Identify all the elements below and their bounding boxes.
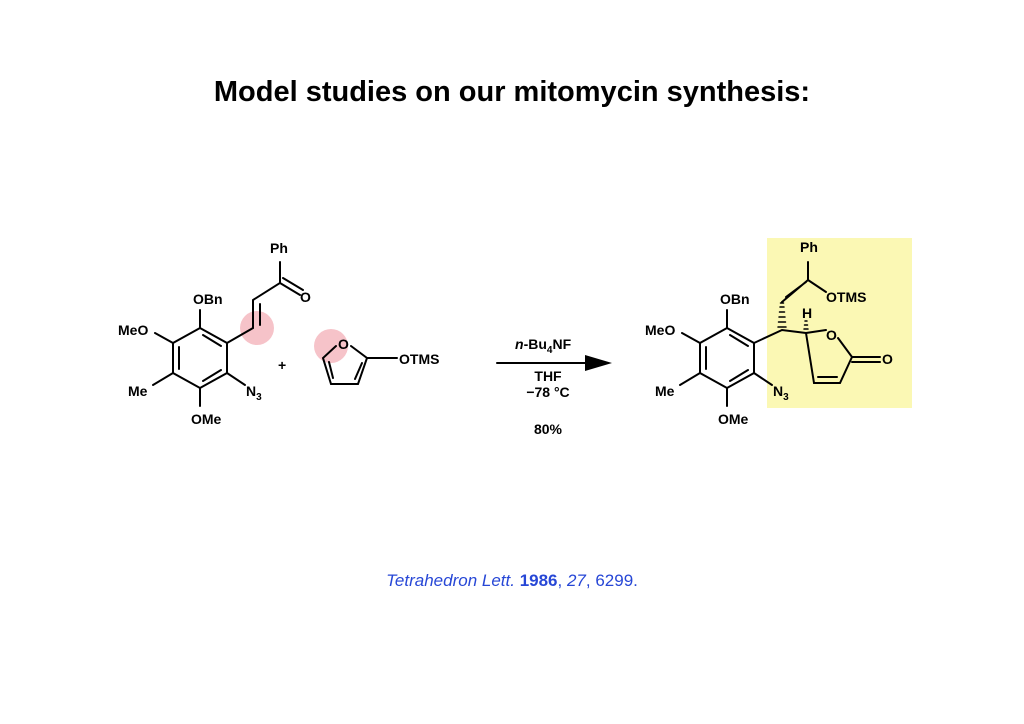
svg-text:OMe: OMe — [191, 411, 222, 427]
svg-text:OBn: OBn — [193, 291, 223, 307]
citation-page: 6299. — [595, 571, 638, 590]
svg-text:MeO: MeO — [645, 322, 675, 338]
new-fragment-highlight — [767, 238, 912, 408]
reactant-silyloxyfuran: O OTMS — [321, 336, 439, 385]
svg-text:Me: Me — [128, 383, 148, 399]
svg-text:Me: Me — [655, 383, 675, 399]
citation-year: 1986 — [519, 571, 558, 590]
product-butenolide: Ph OTMS H O O OBn MeO Me OMe N3 — [645, 239, 893, 427]
svg-text:OTMS: OTMS — [826, 289, 866, 305]
citation-journal: Tetrahedron Lett. — [386, 571, 515, 590]
svg-text:O: O — [338, 336, 349, 352]
svg-text:Ph: Ph — [270, 240, 288, 256]
svg-text:Ph: Ph — [800, 239, 818, 255]
reactive-site-highlight-furan — [314, 329, 348, 363]
reaction-arrow — [496, 355, 612, 371]
svg-text:O: O — [300, 289, 311, 305]
plus-sign: + — [278, 357, 286, 373]
citation: Tetrahedron Lett. 1986, 27, 6299. — [386, 571, 638, 590]
yield-label: 80% — [534, 421, 563, 437]
svg-text:O: O — [826, 327, 837, 343]
svg-text:OBn: OBn — [720, 291, 750, 307]
citation-volume: 27 — [566, 571, 586, 590]
svg-text:MeO: MeO — [118, 322, 148, 338]
svg-text:OMe: OMe — [718, 411, 749, 427]
reactant-enone-arene: Ph O OBn MeO Me OMe N3 — [118, 240, 311, 427]
svg-text:O: O — [882, 351, 893, 367]
slide-title: Model studies on our mitomycin synthesis… — [213, 76, 811, 108]
reactive-site-highlight-enone — [240, 311, 274, 345]
svg-text:OTMS: OTMS — [399, 351, 439, 367]
svg-text:H: H — [802, 305, 812, 321]
solvent-label: THF — [534, 368, 562, 384]
reagent-label: n-Bu4NF — [515, 336, 572, 356]
temperature-label: −78 °C — [526, 384, 569, 400]
svg-text:N3: N3 — [246, 383, 262, 403]
svg-text:N3: N3 — [773, 383, 789, 403]
